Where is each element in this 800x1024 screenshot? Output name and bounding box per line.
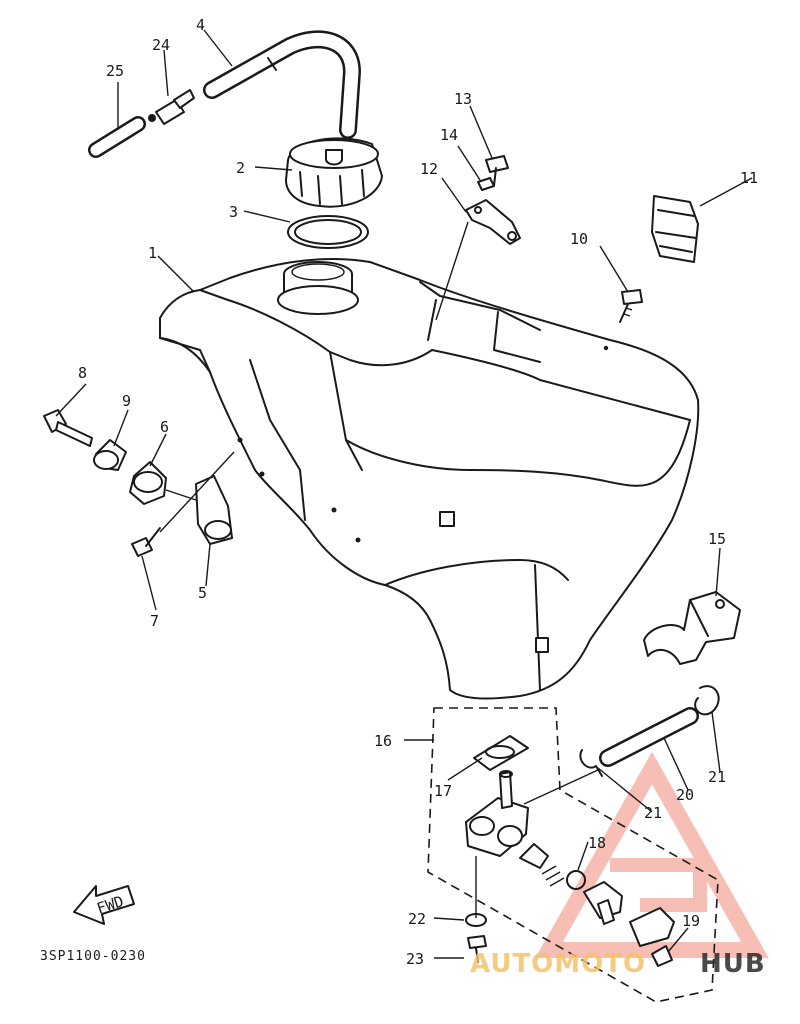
callout-22: 22 [408,910,426,928]
cap-gasket [287,215,369,249]
collar [93,439,127,471]
check-valve [148,89,195,125]
callout-labels: 1 2 3 4 5 6 7 8 9 10 11 12 13 14 15 16 1… [78,16,758,968]
watermark-logo [535,751,769,958]
callout-2: 2 [236,159,245,177]
callout-13: 13 [454,90,472,108]
callout-4: 4 [196,16,205,34]
watermark-part1: AUTOMOTO [470,949,646,979]
callout-12: 12 [420,160,438,178]
callout-23: 23 [406,950,424,968]
fuel-cap [285,137,383,208]
callout-19: 19 [682,912,700,930]
callout-25: 25 [106,62,124,80]
callout-11: 11 [740,169,758,187]
callout-3: 3 [229,203,238,221]
diagram-code: 3SP1100-0230 [40,949,146,964]
callout-10: 10 [570,230,588,248]
screw [619,289,643,323]
callout-9: 9 [122,392,131,410]
fuel-cock-assembly [427,707,719,1003]
damper [129,461,167,505]
short-hose [88,116,146,158]
watermark-part2: HUB [700,949,766,979]
watermark-text: AUTOMOTO HUB [470,949,766,979]
callout-20: 20 [676,786,694,804]
callout-24: 24 [152,36,170,54]
callout-7: 7 [150,612,159,630]
callout-21-right: 21 [708,768,726,786]
callout-14: 14 [440,126,458,144]
fuel-pipe [599,707,699,767]
stay-bracket [465,155,521,245]
mount-bolt [131,527,161,557]
callout-16: 16 [374,732,392,750]
callout-15: 15 [708,530,726,548]
fwd-arrow-icon: FWD [73,885,135,925]
leader-lines [55,29,753,959]
callout-5: 5 [198,584,207,602]
callout-18: 18 [588,834,606,852]
callout-8: 8 [78,364,87,382]
tank-band [651,195,699,263]
callout-21-lower: 21 [644,804,662,822]
mount-bracket [159,451,235,545]
fuel-clamp [643,591,741,665]
breather-hose [203,30,362,139]
callout-17: 17 [434,782,452,800]
bolt [43,409,93,447]
callout-6: 6 [160,418,169,436]
fuel-tank [159,258,700,700]
callout-1: 1 [148,244,157,262]
